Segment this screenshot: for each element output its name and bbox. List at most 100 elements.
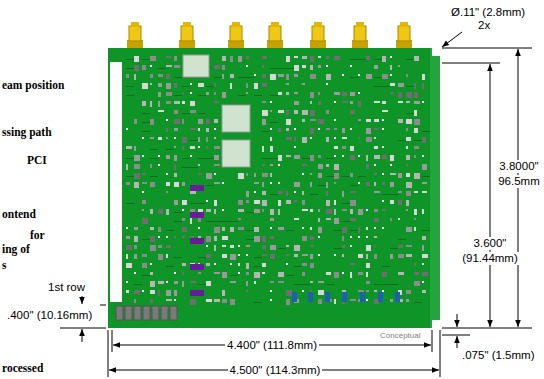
- via: [382, 119, 384, 121]
- component: [358, 209, 363, 215]
- component: [310, 173, 312, 175]
- component: [318, 227, 322, 233]
- component: [214, 146, 220, 149]
- component: [342, 236, 344, 241]
- component: [230, 83, 232, 89]
- component: [302, 65, 306, 68]
- component: [214, 272, 220, 274]
- component: [270, 209, 274, 215]
- component: [398, 65, 400, 67]
- trace: [398, 239, 406, 240]
- component: [150, 119, 154, 125]
- via: [350, 128, 352, 130]
- component: [214, 119, 218, 123]
- via: [270, 128, 272, 130]
- component: [366, 182, 370, 186]
- component: [166, 209, 169, 215]
- trace: [198, 257, 206, 258]
- trace: [326, 158, 334, 159]
- trace: [126, 59, 134, 60]
- ic-chip: [190, 264, 204, 270]
- component: [350, 272, 352, 278]
- trace: [126, 203, 134, 204]
- via: [334, 155, 336, 157]
- component: [182, 218, 185, 221]
- component: [214, 209, 216, 214]
- via: [150, 263, 152, 265]
- component: [422, 137, 426, 143]
- component: [238, 218, 241, 220]
- via: [286, 263, 288, 265]
- via: [198, 146, 200, 148]
- component: [302, 164, 307, 166]
- mount-hole: [432, 48, 440, 56]
- component: [366, 254, 368, 259]
- component: [190, 281, 196, 283]
- component: [174, 110, 178, 114]
- component: [238, 200, 243, 205]
- component: [286, 56, 290, 62]
- ic-chip: [190, 212, 204, 218]
- component: [174, 173, 177, 177]
- connector-body: [181, 26, 193, 41]
- component: [174, 290, 177, 296]
- component: [406, 182, 412, 188]
- component: [182, 182, 185, 186]
- trace: [142, 131, 150, 132]
- component: [222, 74, 224, 79]
- component: [294, 110, 298, 114]
- blue-part: [292, 292, 297, 302]
- trace: [254, 95, 262, 96]
- component: [150, 74, 153, 78]
- component: [286, 92, 289, 95]
- component: [150, 182, 155, 187]
- component: [414, 281, 420, 286]
- first-row-part: [170, 306, 177, 320]
- component: [214, 227, 220, 233]
- trace: [294, 284, 302, 285]
- trace: [166, 230, 174, 231]
- component: [134, 155, 140, 161]
- component: [334, 146, 338, 149]
- component: [182, 263, 186, 266]
- component: [294, 182, 300, 187]
- component: [238, 173, 244, 179]
- via: [302, 290, 304, 292]
- trace: [254, 257, 262, 258]
- component: [310, 245, 314, 247]
- component: [222, 254, 227, 258]
- sma-connectors: [127, 22, 412, 49]
- dimension-label: 4.500" (114.3mm): [228, 364, 323, 377]
- component: [406, 146, 408, 149]
- trace: [262, 158, 270, 159]
- via: [342, 155, 344, 157]
- via: [374, 227, 376, 229]
- component: [198, 137, 200, 142]
- trace: [238, 95, 246, 96]
- via: [390, 164, 392, 166]
- component: [270, 245, 276, 250]
- component: [302, 263, 307, 266]
- component: [158, 74, 163, 77]
- component: [310, 119, 316, 121]
- component: [246, 263, 249, 269]
- component: [366, 137, 372, 142]
- via: [214, 128, 216, 130]
- via: [174, 272, 176, 274]
- component: [334, 56, 340, 60]
- component: [286, 290, 292, 296]
- trace: [182, 86, 190, 87]
- component: [414, 146, 419, 149]
- component: [318, 155, 321, 158]
- component: [214, 137, 216, 139]
- component: [190, 101, 195, 106]
- trace: [206, 86, 214, 87]
- component: [374, 254, 377, 259]
- component: [206, 209, 211, 212]
- via: [134, 272, 136, 274]
- via: [126, 281, 128, 283]
- component: [230, 299, 235, 305]
- trace: [342, 176, 350, 177]
- trace: [382, 284, 390, 285]
- component: [134, 164, 140, 169]
